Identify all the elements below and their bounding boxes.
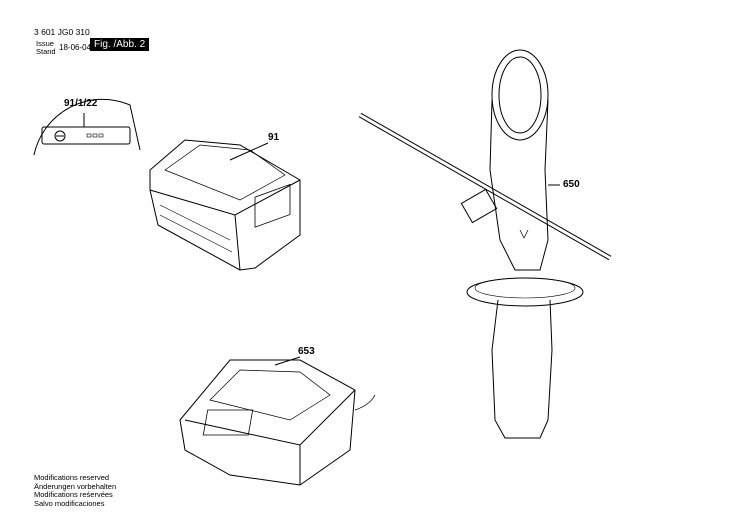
notice-line: Salvo modificaciones (34, 498, 105, 508)
notice-line: Modifications reśervées (34, 490, 113, 499)
callout-charger: 653 (298, 346, 315, 357)
notice-line: Modifications reserved (34, 473, 110, 482)
figure-label: Fig. /Abb. 2 (90, 38, 150, 51)
issue-label: Issue (36, 39, 54, 48)
battery-pack-drawing (149, 139, 301, 271)
part-number: 3 601 JG0 310 (34, 27, 90, 37)
detail-bubble (33, 98, 141, 156)
side-handle-drawing (358, 49, 612, 439)
callout-detail: 91/1/22 (64, 98, 98, 109)
modifications-notice: Modifications reserved Änderungen vorbeh… (34, 473, 117, 508)
stand-label: Stand (36, 47, 56, 56)
notice-line: Änderungen vorbehalten (34, 481, 117, 491)
callout-handle: 650 (563, 179, 580, 190)
issue-date: 18-06-04 (59, 43, 92, 52)
charger-drawing (179, 356, 376, 486)
callout-battery: 91 (268, 132, 280, 143)
